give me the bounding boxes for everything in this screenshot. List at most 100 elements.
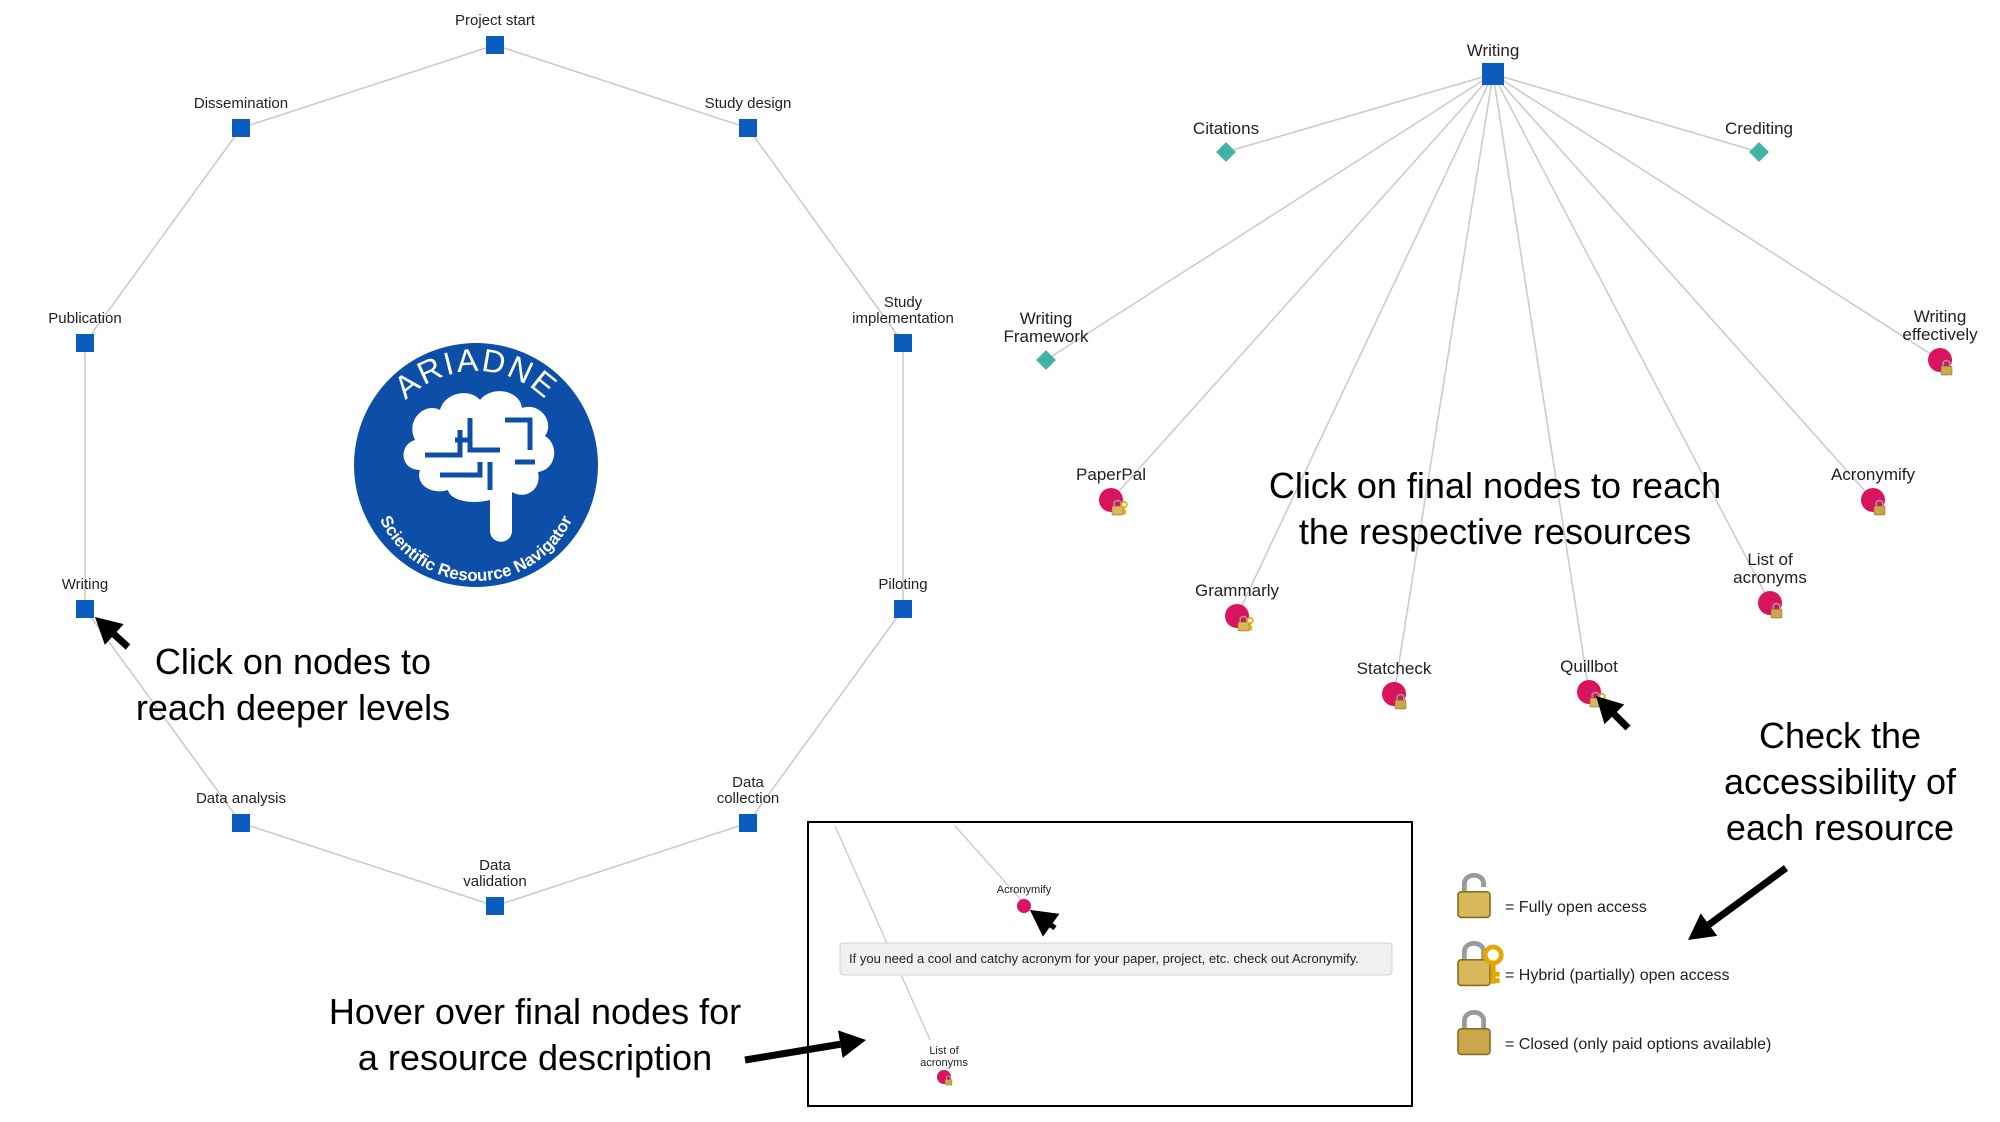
- node-dissemination[interactable]: [232, 119, 250, 137]
- node-label-writing: Writing: [62, 576, 108, 593]
- access-legend: = Fully open access = Hybrid (partially) …: [1457, 873, 1771, 1056]
- annot-click-final-line: Click on final nodes to reach: [1269, 465, 1721, 506]
- category-label-citations-line: Citations: [1193, 119, 1259, 138]
- edge: [494, 44, 749, 129]
- node-data-analysis[interactable]: [232, 814, 250, 832]
- key-stem: [1490, 963, 1500, 984]
- edge: [1492, 73, 1941, 361]
- legend-label-hybrid: = Hybrid (partially) open access: [1505, 967, 1730, 984]
- category-node-crediting[interactable]: [1749, 142, 1769, 162]
- resource-label-list-of-acronyms-line: List of: [1747, 550, 1793, 569]
- key-ring: [1246, 616, 1254, 625]
- arrow-panel-head: [1030, 910, 1060, 937]
- legend-lock-icon-closed: [1457, 1010, 1491, 1056]
- node-project-start[interactable]: [486, 36, 504, 54]
- lock-body: [1457, 891, 1491, 919]
- node-writing[interactable]: [76, 600, 94, 618]
- resource-label-paperpal-line: PaperPal: [1076, 465, 1146, 484]
- lock-shackle: [1462, 1010, 1487, 1031]
- resource-label-writing-effectively-line: Writing: [1914, 307, 1967, 326]
- node-publication[interactable]: [76, 334, 94, 352]
- lock-icon-writing-effectively: [1940, 359, 1953, 376]
- resource-label-list-of-acronyms-line: acronyms: [1733, 568, 1807, 587]
- node-data-validation[interactable]: [486, 897, 504, 915]
- lock-body: [1111, 505, 1124, 516]
- node-study-implementation[interactable]: [894, 334, 912, 352]
- node-label-study-implementation-line: implementation: [852, 310, 954, 327]
- lock-shackle: [945, 1075, 952, 1080]
- node-label-data-analysis: Data analysis: [196, 790, 286, 807]
- arrow-click-nodes-shaft: [111, 631, 131, 650]
- node-study-design[interactable]: [739, 119, 757, 137]
- resource-label-acronymify-line: Acronymify: [1831, 465, 1916, 484]
- annot-check-access-line: accessibility of: [1724, 761, 1957, 802]
- arrow-click-nodes-head: [95, 617, 124, 645]
- lock-body: [1457, 959, 1491, 987]
- edge: [494, 822, 749, 907]
- edge: [1492, 73, 1760, 153]
- annot-check-access-line: Check the: [1759, 715, 1921, 756]
- key-ring: [1120, 500, 1128, 509]
- arrow-quillbot-head: [1596, 696, 1625, 725]
- edge: [1236, 73, 1494, 617]
- node-writing-root[interactable]: [1482, 63, 1504, 85]
- node-label-data-collection-line: Data: [732, 774, 764, 791]
- legend-lock-icon-open: [1457, 873, 1491, 919]
- logo-maze-path: [505, 417, 533, 450]
- tooltip-box: [839, 942, 1393, 976]
- lock-shackle: [1462, 873, 1487, 894]
- edge: [1045, 73, 1494, 361]
- node-label-piloting-line: Piloting: [878, 576, 927, 593]
- node-label-data-validation-line: Data: [479, 857, 511, 874]
- lock-body: [1394, 699, 1407, 710]
- category-node-citations[interactable]: [1216, 142, 1236, 162]
- lock-shackle: [1942, 359, 1951, 367]
- panel-edge: [834, 825, 931, 1041]
- category-label-citations: Citations: [1193, 119, 1259, 138]
- node-data-collection[interactable]: [739, 814, 757, 832]
- resource-label-acronymify: Acronymify: [1831, 465, 1916, 484]
- node-label-study-implementation-line: Study: [884, 294, 923, 311]
- annot-click-final-line: the respective resources: [1299, 511, 1691, 552]
- category-node-writing-framework[interactable]: [1036, 350, 1056, 370]
- legend-label-closed: = Closed (only paid options available): [1505, 1036, 1771, 1053]
- node-label-study-design-line: Study design: [705, 95, 792, 112]
- arrow-access-shaft: [1706, 865, 1789, 928]
- tooltip-text: If you need a cool and catchy acronym fo…: [849, 951, 1359, 966]
- lock-body: [1770, 608, 1783, 619]
- resource-label-statcheck: Statcheck: [1357, 659, 1432, 678]
- panel-node-label-2-line: List of: [929, 1045, 959, 1057]
- annot-hover-final-line: a resource description: [358, 1037, 712, 1078]
- node-label-data-analysis-line: Data analysis: [196, 790, 286, 807]
- lock-icon-grammarly: [1237, 615, 1254, 632]
- panel-resource-node[interactable]: [1017, 899, 1031, 913]
- lock-icon-statcheck: [1394, 693, 1407, 710]
- lock-icon-acronymify: [1873, 499, 1886, 516]
- node-piloting[interactable]: [894, 600, 912, 618]
- key-ring: [1482, 944, 1504, 966]
- category-label-writing-framework-line: Framework: [1003, 327, 1089, 346]
- key-stem: [1123, 507, 1127, 515]
- arrow-hover-head: [838, 1030, 866, 1059]
- lock-shackle: [1396, 693, 1405, 701]
- node-label-project-start-line: Project start: [455, 12, 536, 29]
- lock-icon-list-of-acronyms: [1770, 602, 1783, 619]
- legend-label-open: = Fully open access: [1505, 899, 1647, 916]
- edge: [1110, 73, 1494, 501]
- resource-label-grammarly: Grammarly: [1195, 581, 1280, 600]
- lock-shackle: [1875, 499, 1884, 507]
- edge: [1225, 73, 1494, 153]
- node-label-study-design: Study design: [705, 95, 792, 112]
